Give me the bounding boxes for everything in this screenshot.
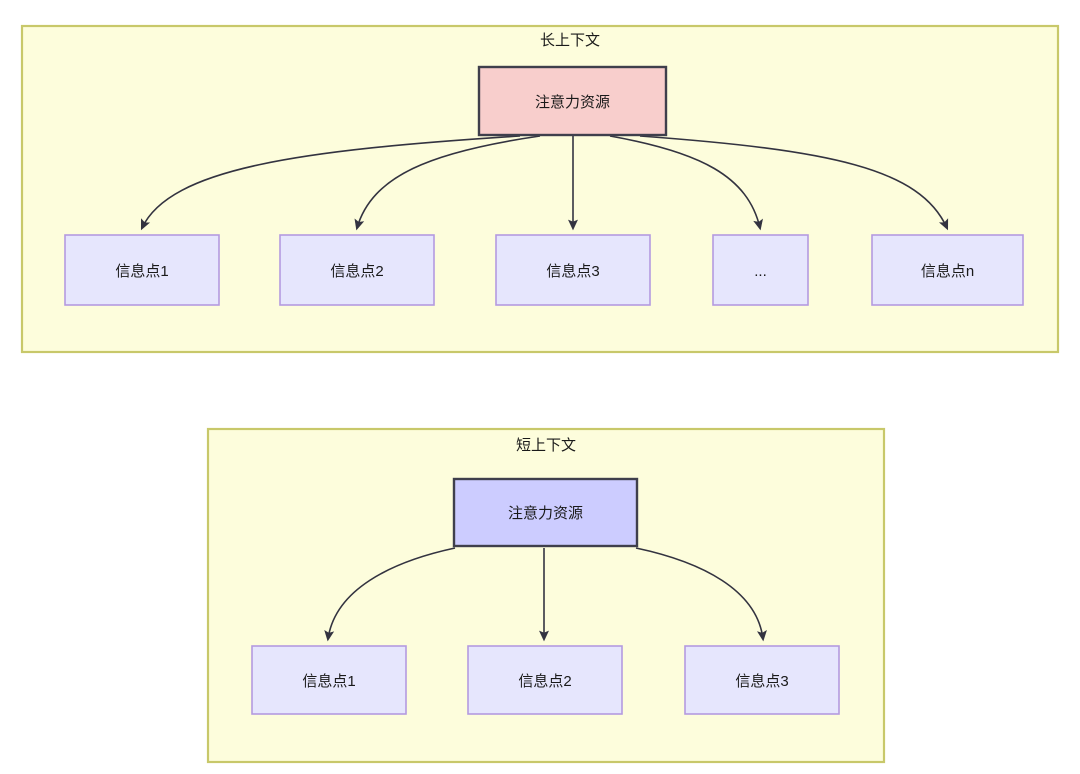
node-info-point-1-long[interactable]: 信息点1 [64,234,220,306]
node-label-info-point-1-long: 信息点1 [115,263,168,280]
node-label-info-point-3-short: 信息点3 [735,673,788,690]
panel-short-context: 短上下文 注意力资源 信息点1 信息点2 信息点3 [206,427,886,764]
node-label-info-point-n-long: 信息点n [921,263,974,280]
node-attention-resource-short[interactable]: 注意力资源 [452,477,639,548]
node-info-point-ellipsis-long[interactable]: ... [712,234,809,306]
node-info-point-3-long[interactable]: 信息点3 [495,234,651,306]
edge-root-to-leaf-1-short [324,547,456,642]
node-label-info-point-3-long: 信息点3 [546,263,599,280]
edge-root-to-leaf-4 [609,135,763,231]
node-info-point-3-short[interactable]: 信息点3 [684,645,840,715]
edge-root-to-leaf-2 [354,135,541,231]
node-label-attention-resource-short: 注意力资源 [508,504,583,522]
edges-long-context [140,135,949,231]
edge-root-to-leaf-3-short [635,547,767,642]
node-info-point-n-long[interactable]: 信息点n [871,234,1024,306]
node-label-info-point-2-long: 信息点2 [330,263,383,280]
node-label-info-point-1-short: 信息点1 [302,673,355,690]
node-attention-resource-long[interactable]: 注意力资源 [477,65,668,137]
panel-long-context: 长上下文 注意力资源 信息点1 信息点2 信息点3 [20,24,1060,354]
node-info-point-2-long[interactable]: 信息点2 [279,234,435,306]
panel-title-long-context: 长上下文 [540,32,600,49]
edges-short-context [324,547,767,642]
node-label-info-point-ellipsis-long: ... [754,263,767,280]
node-label-info-point-2-short: 信息点2 [518,673,571,690]
node-info-point-1-short[interactable]: 信息点1 [251,645,407,715]
edge-root-to-leaf-5 [639,135,949,231]
panel-title-short-context: 短上下文 [516,437,576,454]
node-label-attention-resource-long: 注意力资源 [535,93,610,111]
node-info-point-2-short[interactable]: 信息点2 [467,645,623,715]
edge-root-to-leaf-1 [140,135,521,231]
